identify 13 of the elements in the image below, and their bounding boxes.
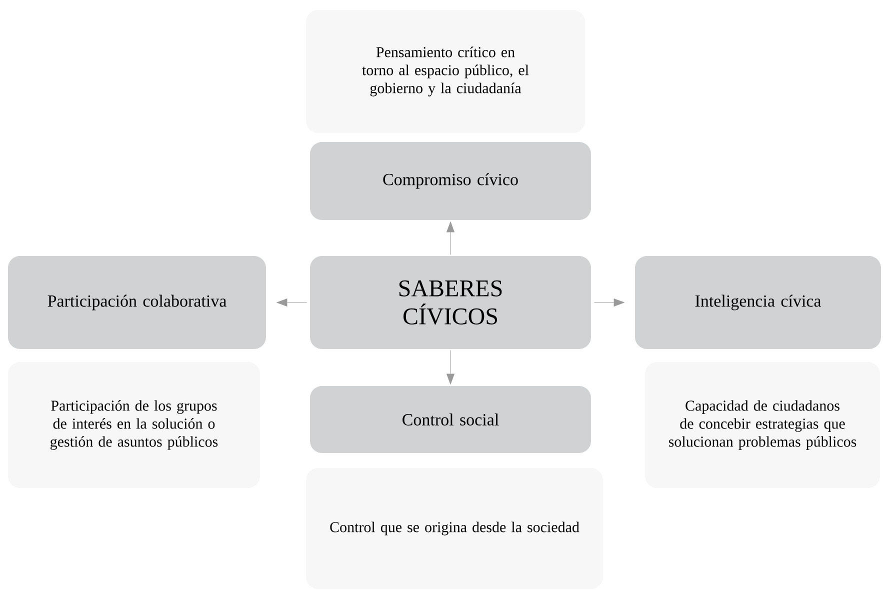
concept-box: SABERES CÍVICOS — [310, 256, 591, 349]
concept-box: Participación colaborativa — [8, 256, 266, 349]
arrow — [446, 222, 454, 256]
description-box: Pensamiento crítico en torno al espacio público, el gobierno y la ciudadanía — [306, 10, 585, 133]
description-box: Control que se origina desde la sociedad — [306, 468, 603, 589]
arrow — [594, 298, 624, 306]
concept-box: Inteligencia cívica — [635, 256, 881, 349]
description-box: Participación de los grupos de interés en la solución o gestión de asuntos públicos — [8, 362, 260, 488]
description-box: Capacidad de ciudadanos de concebir estrategias que solucionan problemas públicos — [645, 362, 880, 488]
concept-box: Control social — [310, 386, 591, 453]
concept-box: Compromiso cívico — [310, 142, 591, 220]
arrow — [446, 350, 454, 384]
arrow — [276, 298, 308, 306]
